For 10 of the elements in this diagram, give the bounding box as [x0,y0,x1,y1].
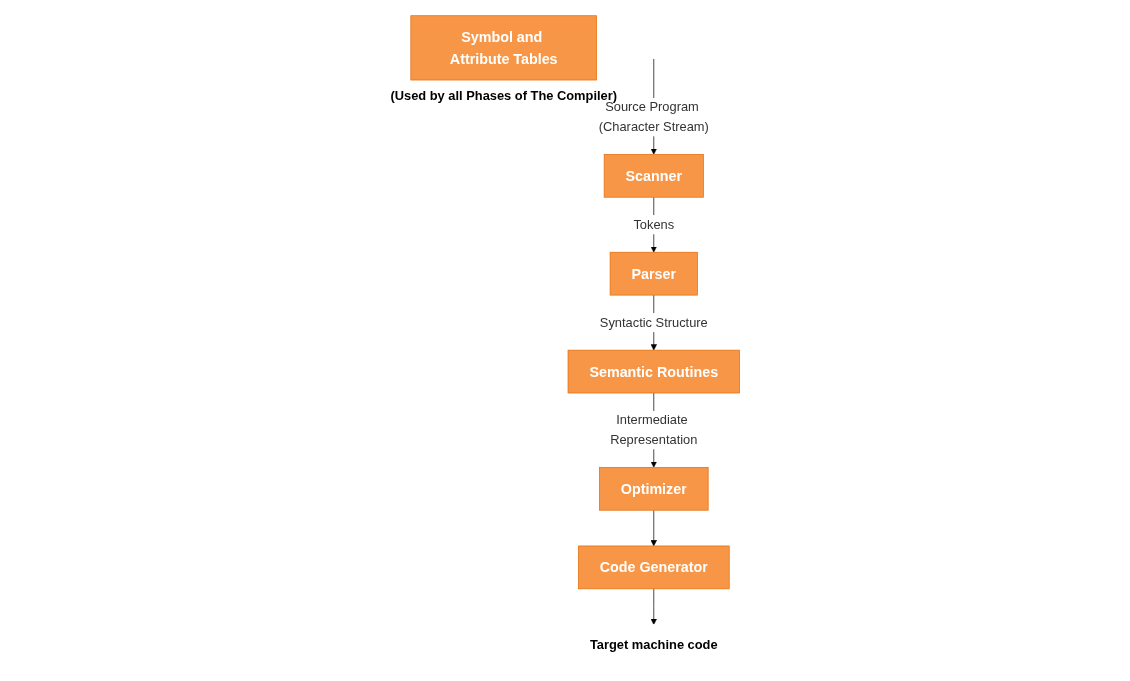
edge-label: Intermediate Representation [610,413,698,447]
node-box: Code Generator [578,545,730,590]
node-box: Optimizer [599,467,709,511]
node-box: Scanner [603,154,704,198]
node-box: Symbol and Attribute Tables [410,15,597,81]
node-box: Semantic Routines [567,349,740,394]
edge-label: Syntactic Structure [599,315,708,330]
node-box: Parser [609,251,698,296]
node-text: Target machine code [589,637,718,652]
edge-label: Tokens [633,217,675,232]
